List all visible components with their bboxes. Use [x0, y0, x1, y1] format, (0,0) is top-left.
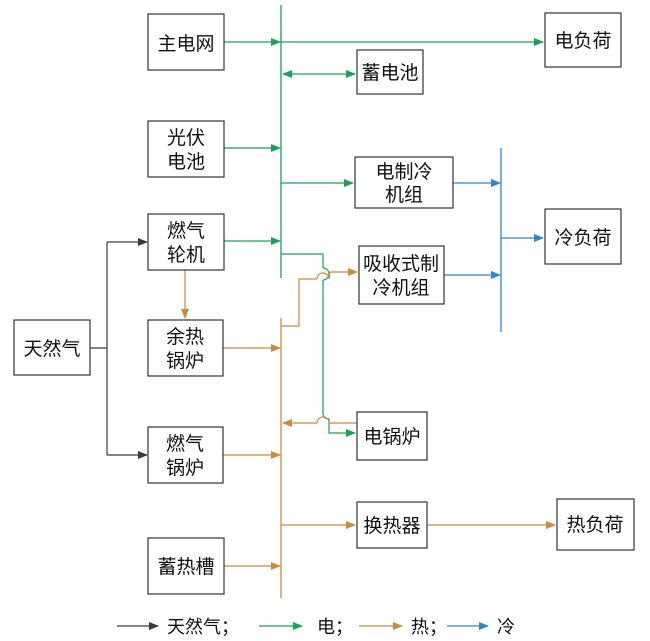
node-electric-chiller: 电制冷 机组: [354, 156, 454, 209]
node-absorption-chiller: 吸收式制 冷机组: [358, 245, 445, 305]
node-cold-load: 冷负荷: [544, 208, 622, 265]
node-gas-boiler-label-1: 燃气: [166, 433, 204, 455]
node-electric-load: 电负荷: [544, 12, 622, 68]
legend-electric-label: 电；: [317, 617, 353, 638]
node-pv-battery: 光伏 电池: [147, 120, 225, 178]
legend-heat: 热；: [359, 617, 447, 638]
node-electric-boiler-label: 电锅炉: [363, 426, 420, 448]
node-electric-chiller-label-1: 电制冷: [375, 161, 432, 183]
node-gas-turbine-label-2: 轮机: [167, 244, 205, 266]
node-gas-turbine-label-1: 燃气: [167, 220, 205, 242]
node-absorption-chiller-label-1: 吸收式制: [363, 253, 439, 275]
legend-cold: 冷: [447, 617, 515, 638]
legend-gas-label: 天然气；: [167, 617, 239, 638]
node-gas-boiler: 燃气 锅炉: [147, 426, 224, 484]
node-battery-label: 蓄电池: [361, 62, 418, 84]
gas-flows: [90, 238, 148, 459]
node-heat-exchanger: 换热器: [356, 501, 428, 549]
node-waste-heat-label-1: 余热: [166, 326, 204, 348]
node-heat-exchanger-label: 换热器: [363, 515, 420, 537]
node-heat-load-label: 热负荷: [566, 514, 623, 536]
node-battery: 蓄电池: [356, 49, 424, 95]
node-waste-heat-label-2: 锅炉: [166, 350, 204, 372]
node-main-grid: 主电网: [147, 13, 225, 71]
node-natural-gas-label: 天然气: [23, 338, 80, 360]
legend-electric: 电；: [259, 617, 353, 638]
legend-heat-label: 热；: [411, 617, 447, 638]
node-gas-boiler-label-2: 锅炉: [166, 457, 204, 479]
legend-cold-label: 冷: [497, 617, 515, 638]
legend: 天然气； 电； 热； 冷: [117, 617, 515, 638]
node-electric-boiler: 电锅炉: [356, 411, 428, 461]
node-gas-turbine: 燃气 轮机: [147, 213, 225, 271]
node-heat-load: 热负荷: [556, 498, 635, 551]
node-natural-gas: 天然气: [13, 319, 91, 376]
electric-flows: [224, 38, 544, 433]
node-electric-chiller-label-2: 机组: [385, 184, 423, 206]
node-waste-heat-boiler: 余热 锅炉: [147, 319, 224, 377]
node-main-grid-label: 主电网: [157, 33, 214, 55]
node-pv-label-2: 电池: [167, 151, 205, 173]
node-pv-label-1: 光伏: [167, 127, 205, 149]
legend-gas: 天然气；: [117, 617, 239, 638]
node-electric-load-label: 电负荷: [554, 30, 611, 52]
cold-flows: [444, 179, 544, 279]
node-heat-storage: 蓄热槽: [147, 537, 225, 595]
node-absorption-chiller-label-2: 冷机组: [372, 277, 429, 299]
node-heat-storage-label: 蓄热槽: [157, 556, 214, 578]
node-cold-load-label: 冷负荷: [554, 227, 611, 249]
heat-flows: [181, 270, 556, 570]
